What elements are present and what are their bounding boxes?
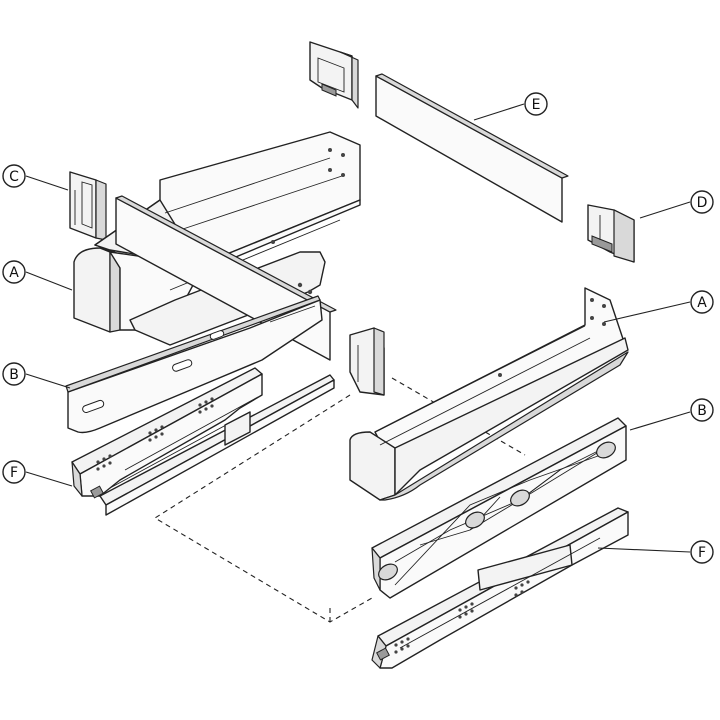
callout-label-a-left: A [9, 265, 19, 281]
part-d-rear-connector [587, 204, 635, 263]
callout-b-right: B [690, 398, 714, 422]
callout-f-right: F [690, 540, 714, 564]
leader-lines [25, 103, 691, 553]
part-e-back-panel [375, 73, 569, 223]
callout-label-e: E [532, 97, 541, 113]
callout-label-f-right: F [698, 545, 706, 561]
callout-f-left: F [2, 460, 26, 484]
part-a-right-drawer-side [349, 287, 629, 501]
part-c-front-connector [69, 171, 107, 241]
callout-a-right: A [690, 290, 714, 314]
callout-label-c: C [9, 169, 19, 185]
callout-c-left: C [2, 164, 26, 188]
callout-label-b-right: B [697, 403, 707, 419]
part-b-right-side-panel [371, 417, 627, 599]
callout-b-left: B [2, 362, 26, 386]
callout-e-top: E [524, 92, 548, 116]
runner-hole-pattern-left [96, 397, 214, 471]
callout-label-f-left: F [10, 465, 18, 481]
part-f-right-runner [371, 507, 629, 669]
callout-d-right: D [690, 190, 714, 214]
runner-hole-pattern-right [394, 580, 530, 654]
callout-label-a-right: A [697, 295, 707, 311]
part-center-connector [349, 327, 385, 396]
part-b-left-side-panel [65, 295, 323, 434]
callout-label-d: D [697, 195, 708, 211]
callout-label-b-left: B [9, 367, 19, 383]
part-top-connector [309, 41, 359, 109]
callout-a-left: A [2, 260, 26, 284]
part-f-left-runner [71, 367, 335, 516]
